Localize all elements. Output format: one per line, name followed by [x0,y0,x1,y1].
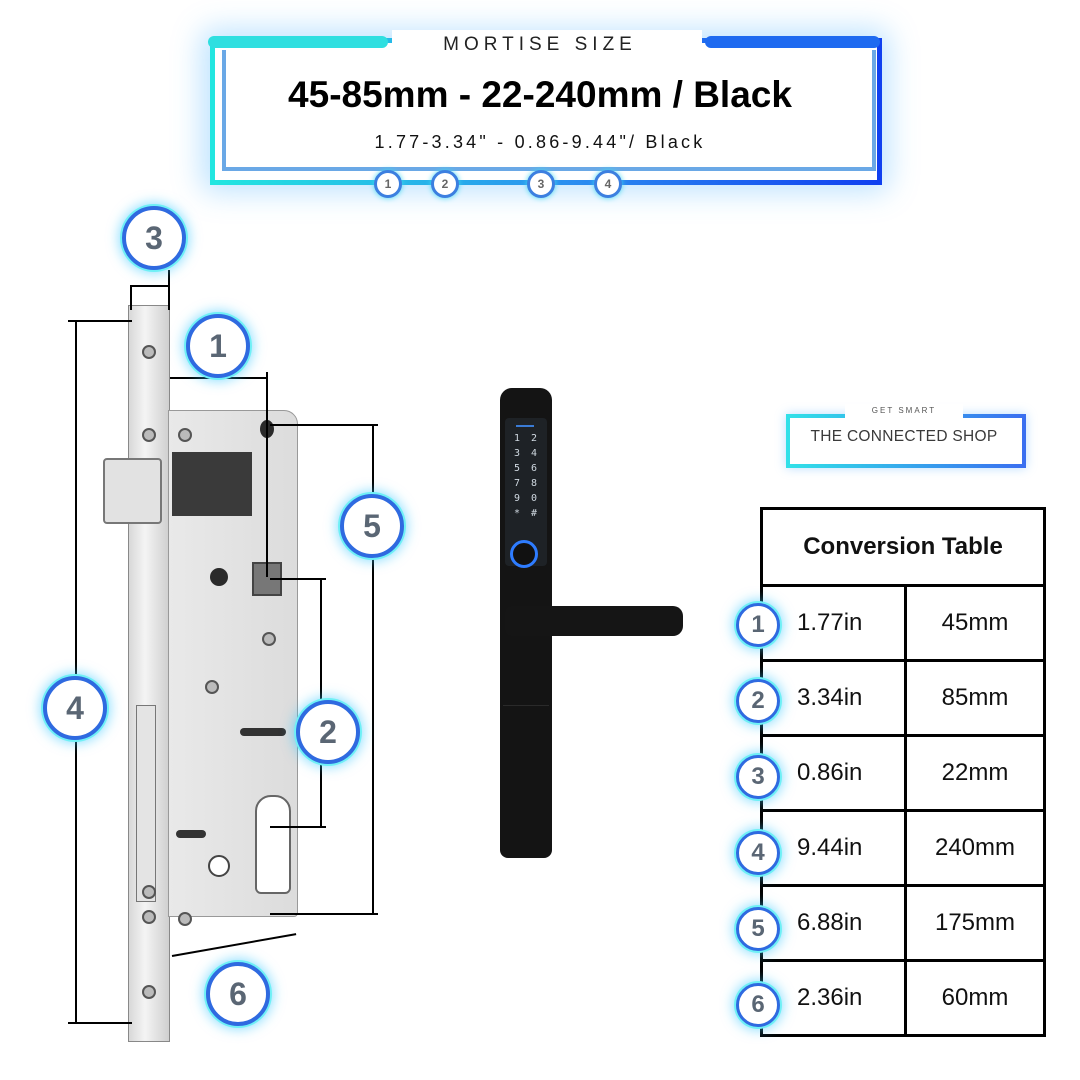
mm-cell: 45mm [904,584,1046,662]
logo-tagline: GET SMART [871,406,937,415]
mm-cell: 85mm [904,659,1046,737]
dim-3-tick-left [130,285,132,310]
dim-5-top [270,424,378,426]
mini-badge-2: 2 [431,170,459,198]
keypad-key: 3 [514,448,521,459]
keypad-key: * [514,508,521,519]
keypad-key: 4 [531,448,538,459]
euro-cylinder-cutout [255,795,291,894]
keypad-key: 0 [531,493,538,504]
header-cap-left [208,36,388,48]
slot [176,830,206,838]
mm-cell: 240mm [904,809,1046,887]
screw [142,428,156,442]
table-badge-6: 6 [736,983,780,1027]
dim-2-top [270,578,326,580]
header-subtitle-bottom: 1.77-3.34" - 0.86-9.44"/ Black [374,132,706,152]
keypad-key: 9 [514,493,521,504]
table-badge-1: 1 [736,603,780,647]
table-badge-3: 3 [736,755,780,799]
header-subtitle-top: MORTISE SIZE [443,34,637,55]
table-badge-2: 2 [736,679,780,723]
keypad-key: 1 [514,433,521,444]
latch-bolt [103,458,162,524]
header-cap-right [705,36,880,48]
mini-badge-4: 4 [594,170,622,198]
keypad-key: 8 [531,478,538,489]
dim-4-bottom [68,1022,132,1024]
dim-5-bottom [270,913,378,915]
mini-badge-1: 1 [374,170,402,198]
header-inner-frame [222,50,876,171]
inches-cell: 2.36in [760,959,907,1037]
screw [178,428,192,442]
mini-badge-3: 3 [527,170,555,198]
screw [142,985,156,999]
fingerprint-sensor-icon [510,540,538,568]
dim-4-line [75,320,77,1023]
dim-4-top [68,320,132,322]
dim-5-line [372,424,374,914]
status-light [516,425,534,427]
hole [210,568,228,586]
dim-2-bottom [270,826,326,828]
logo-name: THE CONNECTED SHOP [810,428,998,445]
faceplate-slot [136,705,156,902]
header-gap [392,30,702,52]
mm-cell: 22mm [904,734,1046,812]
body-seam [503,705,549,706]
dim-6-line [171,933,297,957]
slot [240,728,286,736]
table-title: Conversion Table [760,507,1046,587]
faceplate [128,305,170,1042]
badge-5: 5 [340,494,404,558]
table-badge-5: 5 [736,907,780,951]
screw [142,885,156,899]
badge-3: 3 [122,206,186,270]
hole [208,855,230,877]
dim-1-tick [266,372,268,577]
badge-2: 2 [296,700,360,764]
keypad-key: 7 [514,478,521,489]
logo-gap [845,404,963,420]
screw [142,910,156,924]
table-badge-4: 4 [736,831,780,875]
dim-3-tick-right [168,270,170,310]
lever-handle [505,606,683,636]
inches-cell: 0.86in [760,734,907,812]
inches-cell: 6.88in [760,884,907,962]
badge-6: 6 [206,962,270,1026]
keypad-key: 6 [531,463,538,474]
screw [205,680,219,694]
mm-cell: 60mm [904,959,1046,1037]
dim-3-line [130,285,170,287]
keypad-key: 5 [514,463,521,474]
screw [142,345,156,359]
screw [178,912,192,926]
page-title: 45-85mm - 22-240mm / Black [288,74,792,115]
inches-cell: 9.44in [760,809,907,887]
inches-cell: 3.34in [760,659,907,737]
dim-1-line [170,377,268,379]
screw [262,632,276,646]
keypad-key: # [531,508,538,519]
badge-1: 1 [186,314,250,378]
inches-cell: 1.77in [760,584,907,662]
mm-cell: 175mm [904,884,1046,962]
keypad-key: 2 [531,433,538,444]
badge-4: 4 [43,676,107,740]
latch-window [172,452,252,516]
